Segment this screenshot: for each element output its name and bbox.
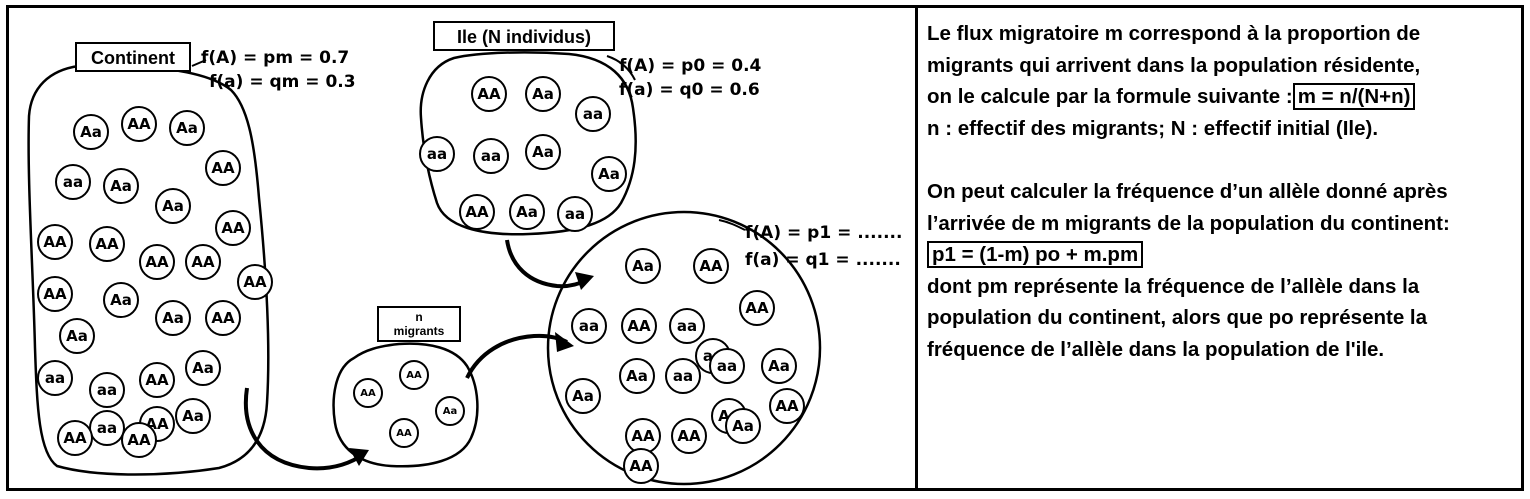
arrow-ile-to-new (505, 239, 588, 289)
migrants-individual: AA (399, 360, 429, 390)
new_pop-individual: aa (709, 348, 745, 384)
panel-divider (915, 8, 918, 488)
explanation-text: Le flux migratoire m correspond à la pro… (927, 18, 1519, 484)
migrants-label: n migrants (377, 306, 461, 342)
text-line-4: n : effectif des migrants; N : effectif … (927, 116, 1379, 140)
new-freq-a: f(a) = q1 = ....... (745, 250, 901, 270)
arrow-head-2 (555, 332, 574, 352)
ile-label: Ile (N individus) (433, 21, 615, 51)
continent-individual: AA (215, 210, 251, 246)
continent-individual: aa (89, 372, 125, 408)
new_pop-individual: aa (669, 308, 705, 344)
paragraph-gap (927, 144, 1519, 176)
migration-diagram: Continent Ile (N individus) n migrants f… (9, 8, 915, 488)
arrow-head-1 (349, 448, 369, 466)
new_pop-individual: aa (665, 358, 701, 394)
leader-line-ile (606, 55, 636, 81)
new_pop-individual: Aa (619, 358, 655, 394)
migrants-individual: AA (353, 378, 383, 408)
continent-individual: Aa (169, 110, 205, 146)
continent-individual: AA (139, 244, 175, 280)
new_pop-individual: AA (623, 448, 659, 484)
ile-individual: aa (473, 138, 509, 174)
continent-individual: AA (37, 224, 73, 260)
ile-individual: Aa (525, 134, 561, 170)
arrow-continent-to-migrants (244, 387, 366, 471)
new_pop-individual: Aa (725, 408, 761, 444)
arrow-migrants-to-new (465, 333, 568, 379)
ile-individual: AA (471, 76, 507, 112)
text-line-9: population du continent, alors que po re… (927, 306, 1428, 330)
continent-individual: Aa (59, 318, 95, 354)
migrants-individual: Aa (435, 396, 465, 426)
continent-individual: AA (139, 362, 175, 398)
figure-frame: Continent Ile (N individus) n migrants f… (6, 5, 1524, 491)
continent-label: Continent (75, 42, 191, 72)
continent-individual: AA (237, 264, 273, 300)
text-line-1: Le flux migratoire m correspond à la pro… (927, 22, 1421, 45)
ile-population-outline (419, 51, 637, 236)
leader-line-continent (191, 59, 207, 67)
new-population-outline (546, 210, 822, 486)
migrants-individual: AA (389, 418, 419, 448)
ile-freq-a: f(a) = q0 = 0.6 (619, 80, 760, 100)
new_pop-individual: AA (671, 418, 707, 454)
arrow-head-3 (575, 272, 594, 290)
diagram-shapes (27, 51, 822, 486)
continent-individual: Aa (185, 350, 221, 386)
continent-individual: aa (37, 360, 73, 396)
text-line-10: fréquence de l’allèle dans la population… (927, 337, 1385, 361)
continent-individual: Aa (103, 282, 139, 318)
new_pop-individual: AA (621, 308, 657, 344)
continent-individual: AA (185, 244, 221, 280)
continent-individual: Aa (155, 300, 191, 336)
text-line-7: p1 = (1-m) po + m.pm (927, 239, 1519, 271)
leader-line-new (718, 219, 746, 231)
new_pop-individual: AA (769, 388, 805, 424)
formula-m: m = n/(N+n) (1292, 83, 1416, 111)
continent-freq-a: f(a) = qm = 0.3 (209, 72, 356, 92)
migrants-group-outline (332, 342, 479, 468)
continent-individual: Aa (175, 398, 211, 434)
continent-freq-A: f(A) = pm = 0.7 (201, 48, 350, 68)
text-line-5: On peut calculer la fréquence d’un allèl… (927, 179, 1448, 203)
text-line-3: on le calcule par la formule suivante :m… (927, 81, 1519, 113)
continent-individual: AA (89, 226, 125, 262)
continent-individual: AA (205, 150, 241, 186)
ile-freq-A: f(A) = p0 = 0.4 (619, 56, 762, 76)
continent-individual: AA (57, 420, 93, 456)
continent-individual: Aa (73, 114, 109, 150)
ile-individual: AA (459, 194, 495, 230)
ile-individual: aa (419, 136, 455, 172)
text-line-2: migrants qui arrivent dans la population… (927, 53, 1421, 77)
ile-individual: Aa (591, 156, 627, 192)
new-freq-A: f(A) = p1 = ....... (745, 223, 903, 243)
ile-individual: Aa (525, 76, 561, 112)
new_pop-individual: AA (693, 248, 729, 284)
ile-individual: Aa (509, 194, 545, 230)
migrants-label-n: n (415, 310, 423, 324)
continent-individual: aa (89, 410, 125, 446)
text-line-3-lead: on le calcule par la formule suivante : (927, 85, 1293, 109)
ile-individual: aa (575, 96, 611, 132)
migrants-label-word: migrants (393, 324, 445, 338)
continent-individual: Aa (103, 168, 139, 204)
continent-individual: AA (121, 106, 157, 142)
ile-individual: aa (557, 196, 593, 232)
continent-population-outline (27, 64, 270, 476)
new_pop-individual: AA (739, 290, 775, 326)
continent-individual: AA (121, 422, 157, 458)
continent-individual: AA (205, 300, 241, 336)
formula-p1: p1 = (1-m) po + m.pm (927, 241, 1144, 269)
continent-individual: AA (37, 276, 73, 312)
new_pop-individual: Aa (761, 348, 797, 384)
new_pop-individual: Aa (625, 248, 661, 284)
text-line-8: dont pm représente la fréquence de l’all… (927, 274, 1420, 298)
new_pop-individual: AA (625, 418, 661, 454)
text-line-6: l’arrivée de m migrants de la population… (927, 211, 1450, 235)
new_pop-individual: aa (571, 308, 607, 344)
new_pop-individual: Aa (565, 378, 601, 414)
continent-individual: Aa (155, 188, 191, 224)
continent-individual: aa (55, 164, 91, 200)
